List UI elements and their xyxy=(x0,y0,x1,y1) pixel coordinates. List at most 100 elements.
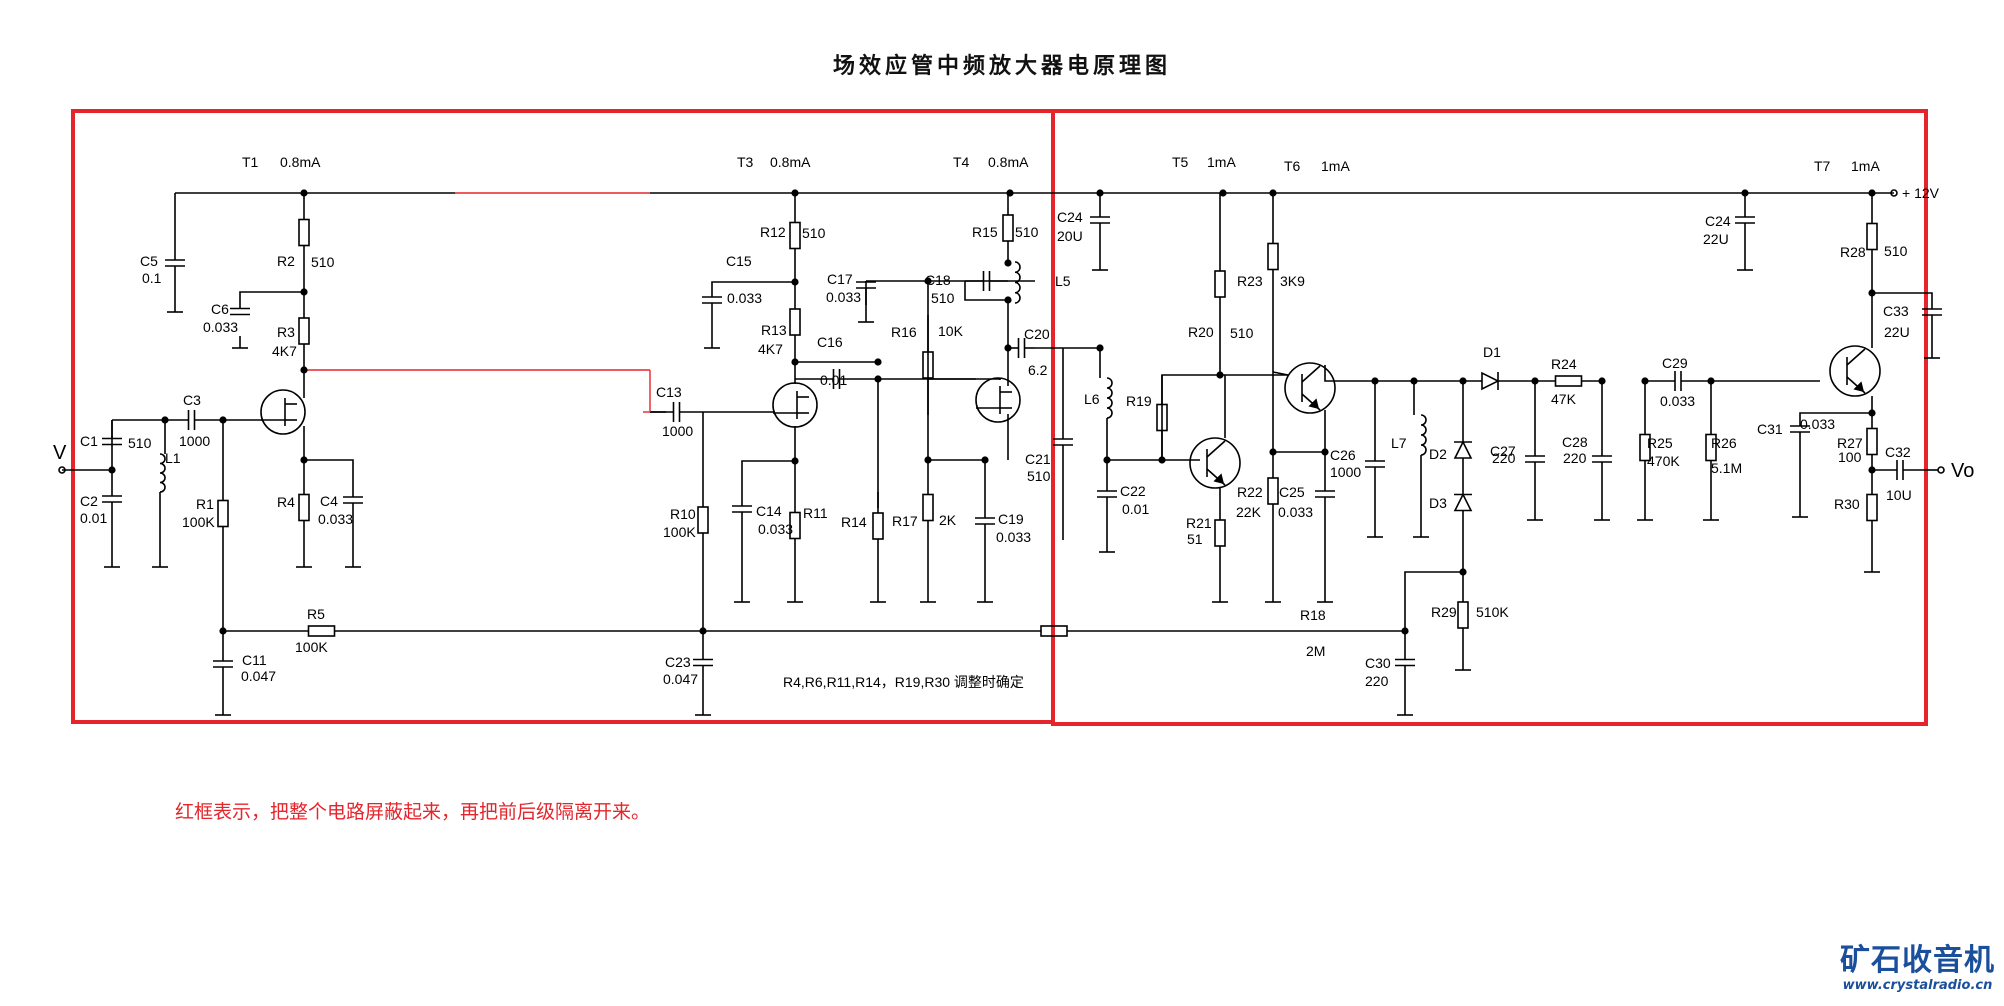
c21-label: C21 xyxy=(1025,451,1051,467)
r13-label: R13 xyxy=(761,322,787,338)
transistor-t1-label: T1 xyxy=(242,154,259,170)
c30-value: 220 xyxy=(1365,673,1389,689)
c27-label: C27 xyxy=(1490,443,1516,459)
d2-label: D2 xyxy=(1429,446,1447,462)
transistor-t1-current: 0.8mA xyxy=(280,154,321,170)
shield-frames xyxy=(71,109,1928,726)
l5-label: L5 xyxy=(1055,273,1071,289)
capacitor-c17 xyxy=(856,281,876,289)
resistor-r4 xyxy=(298,493,310,522)
junction-dot xyxy=(1004,296,1012,304)
c14-value: 0.033 xyxy=(758,521,793,537)
junction-dot xyxy=(300,456,308,464)
junction-dot xyxy=(1531,377,1539,385)
c18-value: 510 xyxy=(931,290,955,306)
capacitor-c27 xyxy=(1525,455,1545,463)
resistor-r14 xyxy=(872,512,884,540)
bjt-t7 xyxy=(1829,345,1881,397)
transistor-t7-current: 1mA xyxy=(1851,158,1880,174)
c24-value: 20U xyxy=(1057,228,1083,244)
wire xyxy=(964,281,1008,301)
c4-label: C4 xyxy=(320,493,338,509)
resistor-r20 xyxy=(1214,270,1226,298)
r17-value: 2K xyxy=(939,512,957,528)
r2-value: 510 xyxy=(311,254,335,270)
resistor-r5 xyxy=(307,625,336,637)
capacitor-c4 xyxy=(343,496,363,504)
c31-label: C31 xyxy=(1757,421,1783,437)
r25-label: R25 xyxy=(1647,435,1673,451)
r12-label: R12 xyxy=(760,224,786,240)
r1-value: 100K xyxy=(182,514,215,530)
capacitor-c20 xyxy=(1017,338,1026,358)
junction-dot xyxy=(219,627,227,635)
wire xyxy=(1872,292,1933,308)
r28-label: R28 xyxy=(1840,244,1866,260)
junction-dot xyxy=(219,416,227,424)
r5-label: R5 xyxy=(307,606,325,622)
resistor-r25 xyxy=(1639,433,1651,462)
resistor-r23 xyxy=(1267,242,1279,271)
c30-label: C30 xyxy=(1365,655,1391,671)
capacitor-c21 xyxy=(1053,438,1073,446)
c18-label: C18 xyxy=(925,272,951,288)
resistor-r2 xyxy=(298,218,310,247)
c25-label: C25 xyxy=(1279,484,1305,500)
capacitor-c18 xyxy=(982,271,991,291)
c11-value: 0.047 xyxy=(241,668,276,684)
c20-label: C20 xyxy=(1024,326,1050,342)
logo-name: 矿石收音机 xyxy=(1840,943,1995,978)
fet-t4 xyxy=(975,377,1021,423)
r15-label: R15 xyxy=(972,224,998,240)
output-terminal xyxy=(1937,466,1945,474)
c24-label: C24 xyxy=(1057,209,1083,225)
r21-value: 51 xyxy=(1187,531,1203,547)
junction-dot xyxy=(1269,448,1277,456)
capacitor-c1 xyxy=(102,437,122,446)
junction-dot xyxy=(1459,377,1467,385)
junction-dot xyxy=(300,366,308,374)
transistor-t5-label: T5 xyxy=(1172,154,1189,170)
supply-label: + 12V xyxy=(1902,185,1940,201)
junction-dot xyxy=(1096,189,1104,197)
r2-label: R2 xyxy=(277,253,295,269)
l6-label: L6 xyxy=(1084,391,1100,407)
page-title: 场效应管中频放大器电原理图 xyxy=(832,54,1171,79)
transistor-t6-label: T6 xyxy=(1284,158,1301,174)
junction-dot xyxy=(1371,377,1379,385)
junction-dot xyxy=(1096,344,1104,352)
junction-dot xyxy=(161,416,169,424)
junction-dot xyxy=(874,358,882,366)
c22-label: C22 xyxy=(1120,483,1146,499)
capacitor-c22 xyxy=(1097,490,1117,498)
inductor-l6 xyxy=(1106,377,1113,419)
junction-dot xyxy=(108,466,116,474)
resistor-r24 xyxy=(1554,375,1583,387)
wire xyxy=(1161,374,1220,460)
c23-label: C23 xyxy=(665,654,691,670)
transistor-t3-current: 0.8mA xyxy=(770,154,811,170)
capacitor-c5 xyxy=(165,259,185,267)
r1-label: R1 xyxy=(196,496,214,512)
transistor-t5-current: 1mA xyxy=(1207,154,1236,170)
r3-label: R3 xyxy=(277,324,295,340)
junction-dot xyxy=(1868,466,1876,474)
c28-label: C28 xyxy=(1562,434,1588,450)
c20-value: 6.2 xyxy=(1028,362,1048,378)
diode-d1 xyxy=(1481,371,1500,391)
r26-value: 5.1M xyxy=(1711,460,1742,476)
resistor-r17 xyxy=(922,493,934,522)
c13-label: C13 xyxy=(656,384,682,400)
r26-label: R26 xyxy=(1711,435,1737,451)
r19-label: R19 xyxy=(1126,393,1152,409)
resistor-r15 xyxy=(1002,214,1014,242)
c15-label: C15 xyxy=(726,253,752,269)
capacitor-c31 xyxy=(1790,425,1810,433)
r20-label: R20 xyxy=(1188,324,1214,340)
junction-dot xyxy=(924,277,932,285)
junction-dot xyxy=(1004,344,1012,352)
c31-value: 0.033 xyxy=(1800,416,1835,432)
shield-note: 红框表示，把整个电路屏蔽起来，再把前后级隔离开来。 xyxy=(175,801,651,823)
c24-label: C24 xyxy=(1705,213,1731,229)
